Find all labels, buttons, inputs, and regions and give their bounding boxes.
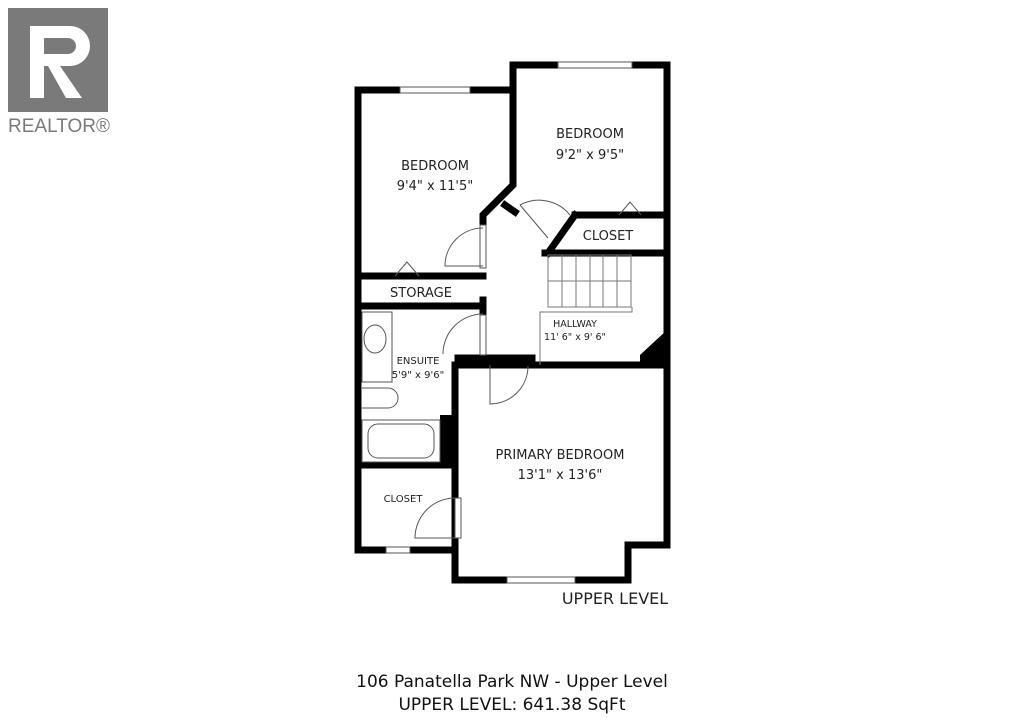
walls — [354, 61, 671, 584]
closet-upper-name: CLOSET — [583, 229, 634, 244]
level-label: UPPER LEVEL — [562, 589, 668, 608]
windows — [385, 61, 633, 584]
realtor-logo: REALTOR® — [8, 8, 120, 138]
hallway-name: HALLWAY — [553, 319, 597, 330]
caption-area: UPPER LEVEL: 641.38 SqFt — [398, 695, 626, 715]
realtor-logo-text: REALTOR® — [8, 116, 110, 137]
ensuite-name: ENSUITE — [397, 356, 440, 367]
caption-address: 106 Panatella Park NW - Upper Level — [356, 672, 668, 692]
closet-lower-name: CLOSET — [384, 494, 424, 505]
wall-corner — [640, 330, 667, 365]
primary-bedroom-name: PRIMARY BEDROOM — [496, 448, 625, 463]
staircase — [539, 254, 633, 365]
bedroom-left-name: BEDROOM — [401, 159, 469, 174]
door-swings — [414, 199, 571, 539]
primary-bedroom-size: 13'1" x 13'6" — [518, 468, 603, 483]
hallway-size: 11' 6" x 9' 6" — [544, 332, 606, 343]
realtor-logo-mark — [8, 8, 108, 112]
bedroom-right-size: 9'2" x 9'5" — [556, 148, 624, 163]
fixtures — [361, 201, 642, 463]
ensuite-size: 5'9" x 9'6" — [392, 370, 444, 381]
bedroom-right-name: BEDROOM — [556, 127, 624, 142]
bedroom-left-size: 9'4" x 11'5" — [397, 179, 473, 194]
storage-name: STORAGE — [390, 286, 452, 301]
